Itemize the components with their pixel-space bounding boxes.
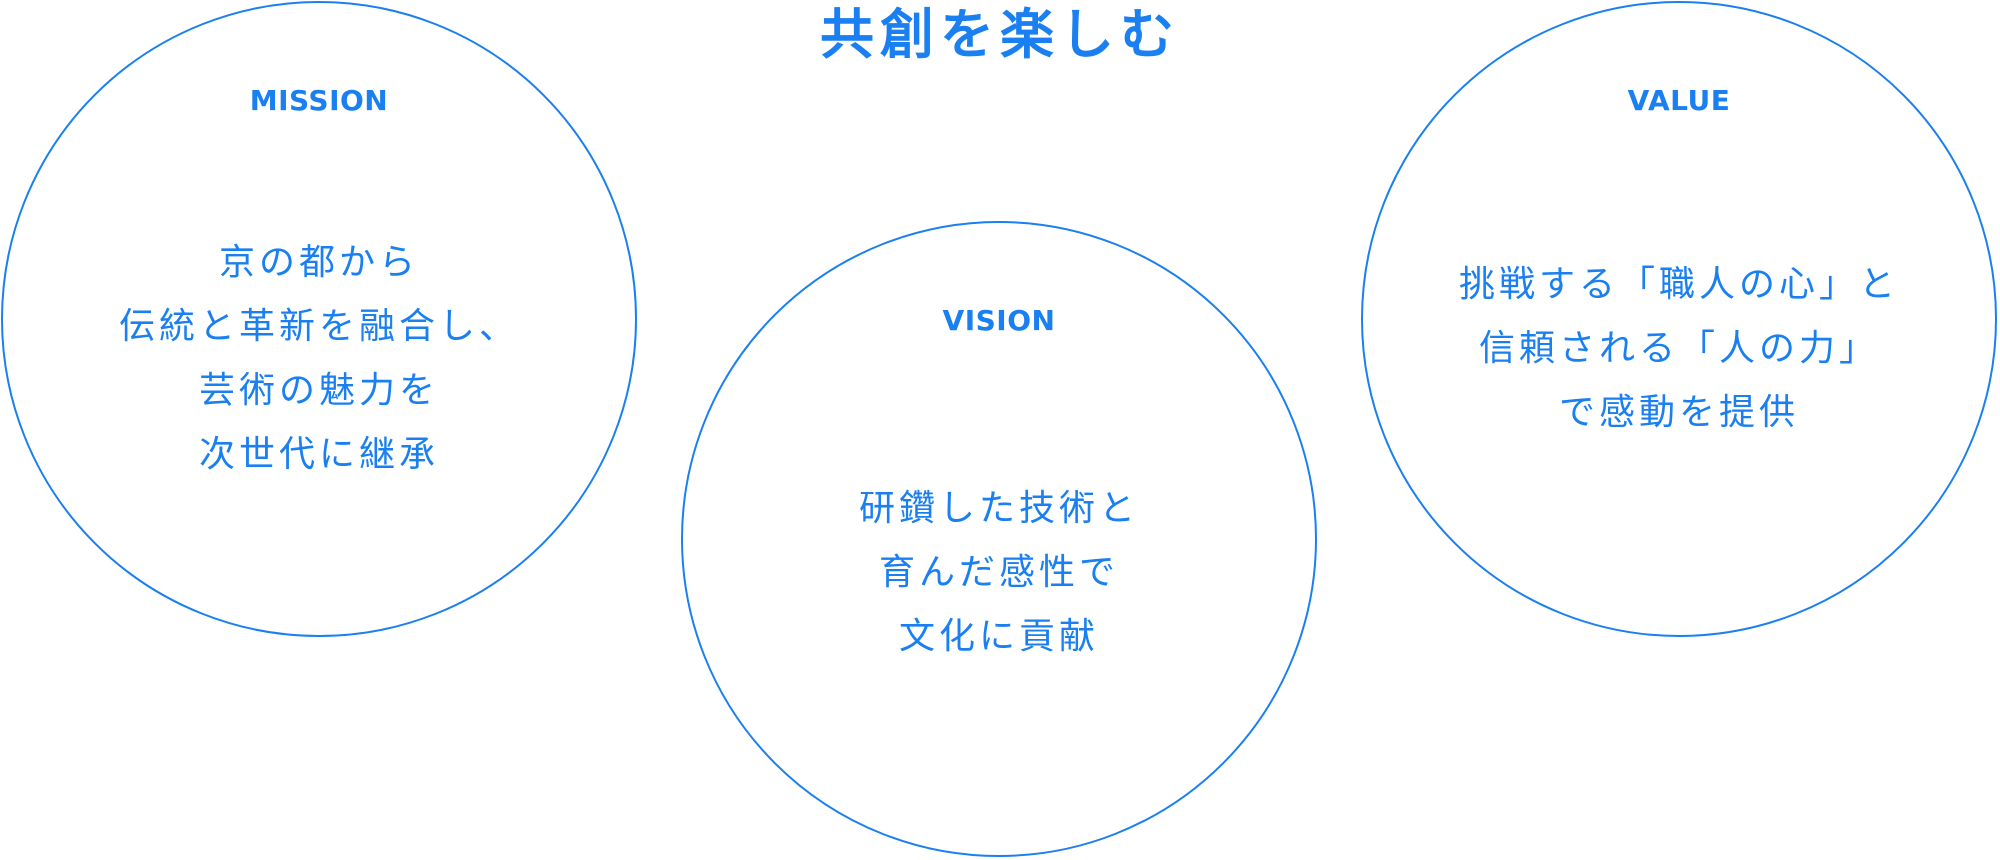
value-line: 信頼される「人の力」 <box>1478 328 1879 369</box>
value-line: で感動を提供 <box>1558 392 1799 433</box>
value-circle: VALUE 挑戦する「職人の心」と 信頼される「人の力」 で感動を提供 <box>1361 1 1997 637</box>
vision-line: 育んだ感性で <box>878 552 1119 593</box>
mission-text: 京の都から 伝統と革新を融合し、 芸術の魅力を 次世代に継承 <box>3 231 635 487</box>
mission-line: 芸術の魅力を <box>198 370 439 411</box>
value-line: 挑戦する「職人の心」と <box>1458 264 1899 305</box>
vision-line: 文化に貢献 <box>898 616 1099 657</box>
vision-text: 研鑽した技術と 育んだ感性で 文化に貢献 <box>683 477 1315 669</box>
value-text: 挑戦する「職人の心」と 信頼される「人の力」 で感動を提供 <box>1363 253 1995 445</box>
mission-circle: MISSION 京の都から 伝統と革新を融合し、 芸術の魅力を 次世代に継承 <box>1 1 637 637</box>
vision-heading: VISION <box>942 304 1056 337</box>
diagram-title: 共創を楽しむ <box>820 3 1180 66</box>
vision-line: 研鑽した技術と <box>858 488 1139 529</box>
value-heading: VALUE <box>1627 84 1731 117</box>
mission-line: 京の都から <box>218 242 419 283</box>
mission-line: 次世代に継承 <box>198 434 439 475</box>
mission-heading: MISSION <box>249 84 389 117</box>
mission-line: 伝統と革新を融合し、 <box>118 306 519 347</box>
vision-circle: VISION 研鑽した技術と 育んだ感性で 文化に貢献 <box>681 221 1317 857</box>
